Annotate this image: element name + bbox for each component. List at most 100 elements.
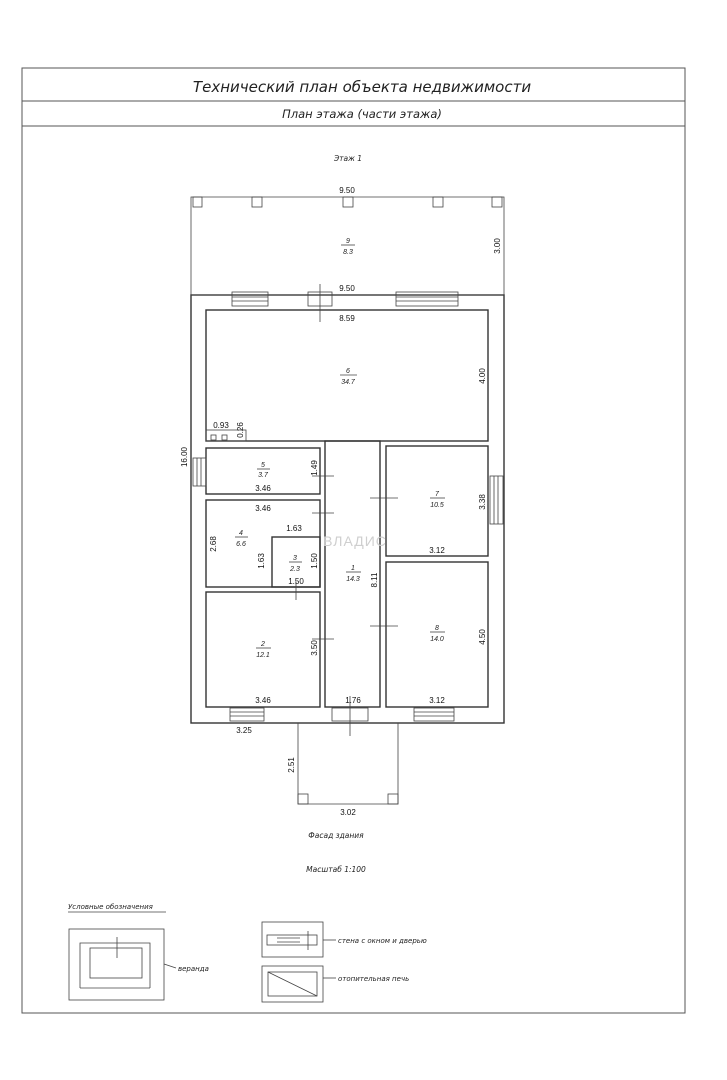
corridor-walls [324,440,381,708]
window [231,291,269,307]
niche [205,429,247,442]
veranda-symbol-room [89,947,143,979]
veranda-symbol-icon [79,942,151,988]
niche-marker [221,434,228,441]
dim-veranda-depth: 3.00 [493,238,502,254]
dim-porch-depth: 2.51 [287,757,296,773]
room-6-walls [205,309,489,442]
dim-room7-height: 3.38 [478,494,487,510]
room-number: 8 [435,625,439,632]
dim-room3-width: 1.50 [288,577,304,586]
sheet-frame [21,67,686,1014]
window [413,707,455,722]
room-8-label: 8 14.0 [430,625,445,643]
porch-post [297,793,309,805]
veranda-post [432,196,444,208]
windows [192,284,504,736]
dim-room6-depth: 4.00 [478,368,487,384]
window [229,707,265,722]
room-number: 5 [261,462,265,469]
veranda-post [192,196,203,208]
house-outer-wall [190,294,505,724]
room-area: 12.1 [256,652,270,659]
veranda-post [491,196,503,208]
window [192,457,207,487]
wall-window-door-icon [266,934,318,946]
room-labels: 9 8.3 6 34.7 5 3.7 4 6.6 3 2.3 2 12.1 [235,238,445,659]
legend-veranda-text: веранда [178,965,209,973]
room-area: 6.6 [236,541,246,548]
dim-corridor-width: 1.76 [345,696,361,705]
dim-niche-height: 0.26 [236,422,245,438]
dim-room5-height: 1.49 [310,460,319,476]
dim-top-width: 9.50 [339,186,355,195]
room-5-label: 5 3.7 [257,462,270,479]
scale-label: Масштаб 1:100 [306,865,366,874]
stove-diagonal [267,971,318,997]
room-4-walls [205,499,321,588]
dim-room5-width: 3.46 [255,484,271,493]
sheet-title: Технический план объекта недвижимости [193,78,531,96]
legend-wall-box [261,921,324,958]
legend-veranda-box [68,928,165,1001]
room-6-label: 6 34.7 [340,368,357,386]
legend: Условные обозначения веранда стена с окн… [68,903,427,1003]
dim-bottom-left: 3.25 [236,726,252,735]
room-area: 14.3 [346,576,360,583]
dim-total-length: 16.00 [180,446,189,467]
dim-room7-width: 3.12 [429,546,445,555]
legend-title: Условные обозначения [68,903,153,911]
room-3-label: 3 2.3 [289,555,302,573]
dim-room3-height: 1.50 [310,553,319,569]
porch-post [387,793,399,805]
room-area: 2.3 [289,566,300,573]
room-8-walls [385,561,489,708]
veranda-outline [190,196,505,295]
room-area: 10.5 [430,502,444,509]
legend-stove-text: отопительная печь [338,975,409,983]
veranda-post [342,196,354,208]
sheet-subtitle: План этажа (части этажа) [282,107,442,121]
room-2-label: 2 12.1 [256,641,271,659]
room-area: 3.7 [258,472,269,479]
legend-stove-box [261,965,324,1003]
stove-icon [267,971,318,997]
dim-room4-height: 2.68 [209,536,218,552]
room-2-walls [205,591,321,708]
dimension-labels: 9.50 3.00 9.50 8.59 4.00 0.93 0.26 16.00… [180,186,502,817]
room-number: 6 [346,368,350,375]
interior-doors [295,475,398,640]
dim-room8-width: 3.12 [429,696,445,705]
room-number: 7 [435,491,440,498]
room-number: 2 [260,641,265,648]
window [395,291,459,307]
dim-corridor-length: 8.11 [370,572,379,588]
legend-wall-text: стена с окном и дверью [338,937,427,945]
watermark: ВЛАДИС [323,533,387,549]
room-number: 9 [346,238,350,245]
dim-room2-width: 3.46 [255,696,271,705]
dim-house-width: 9.50 [339,284,355,293]
room-9-label: 9 8.3 [341,238,355,256]
veranda-post [251,196,263,208]
dim-room2-height: 3.50 [310,640,319,656]
room-4-label: 4 6.6 [235,530,248,548]
dim-porch-width: 3.02 [340,808,356,817]
veranda [190,196,505,295]
dim-niche-width: 0.93 [213,421,229,430]
floor-label: Этаж 1 [333,154,362,163]
room-number: 4 [239,530,243,537]
facade-label: Фасад здания [308,831,364,840]
dim-room3-top: 1.63 [286,524,302,533]
room-area: 34.7 [341,379,356,386]
room-7-label: 7 10.5 [430,491,445,509]
niche-marker [210,434,217,441]
room-number: 1 [351,565,355,572]
room-1-label: 1 14.3 [346,565,361,583]
window [489,475,504,525]
dim-room8-height: 4.50 [478,629,487,645]
dim-room6-width: 8.59 [339,314,355,323]
dim-room4-width: 3.46 [255,504,271,513]
room-number: 3 [293,555,297,562]
